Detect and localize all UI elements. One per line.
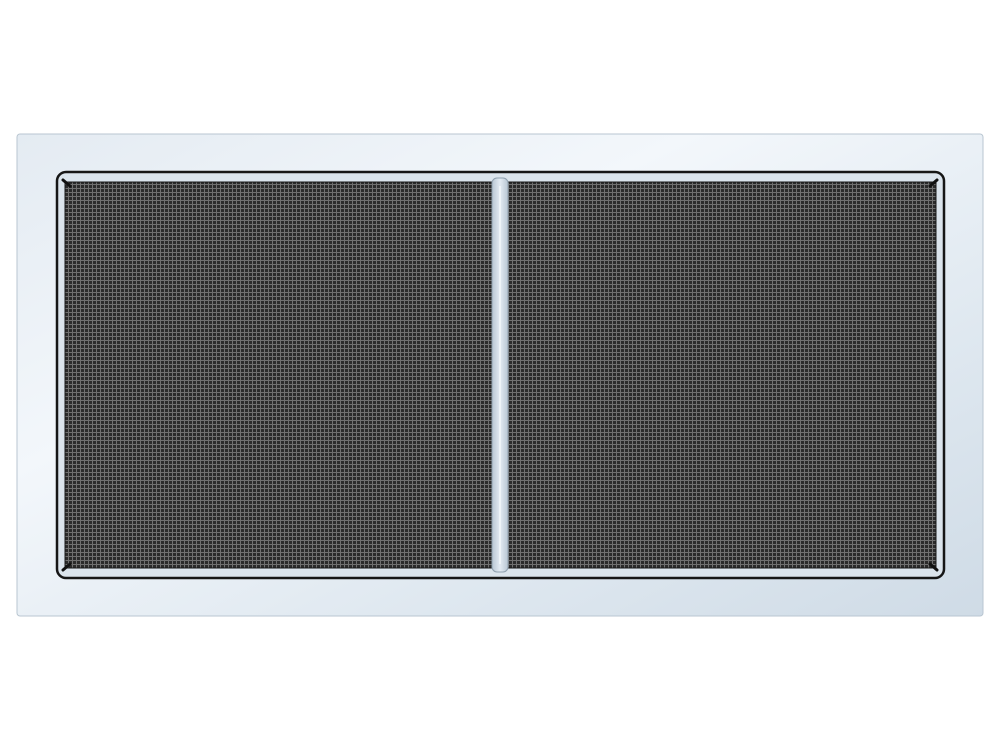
corner-mark-bottom-left — [61, 562, 72, 572]
mesh-panel-right — [507, 181, 937, 569]
corner-mark-top-left — [61, 178, 72, 188]
corner-mark-top-right — [928, 178, 939, 188]
corner-mark-bottom-right — [928, 562, 939, 572]
mesh-panel-left — [64, 181, 493, 569]
